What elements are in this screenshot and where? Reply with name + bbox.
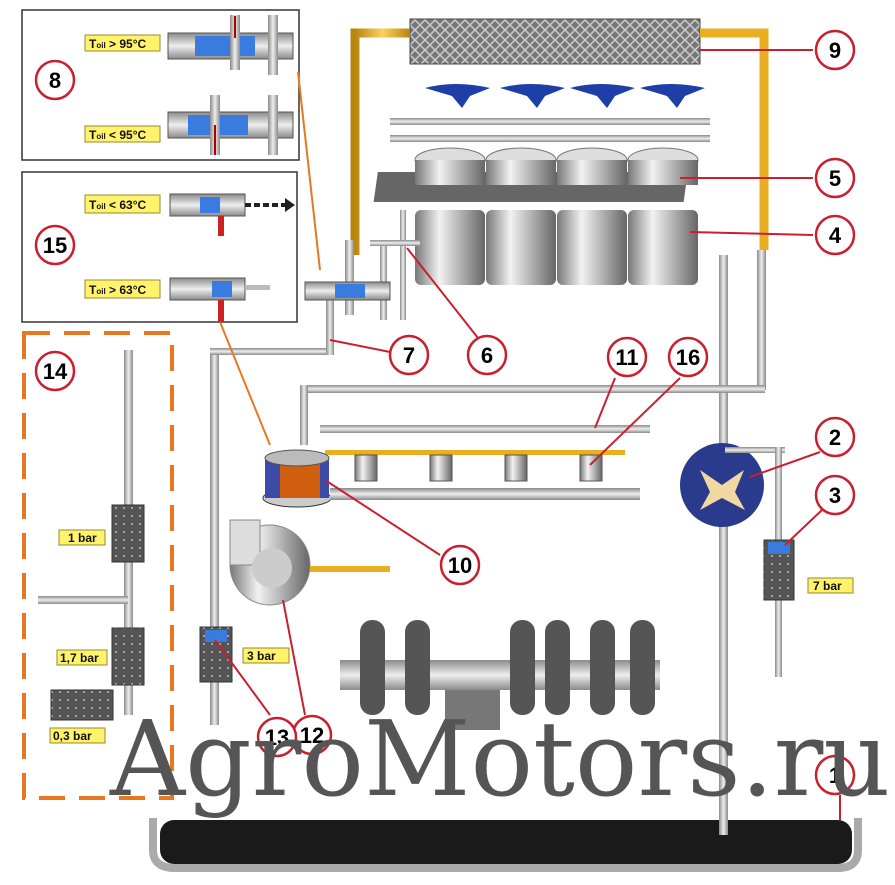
callout-5: 5 [829, 166, 841, 191]
thermostat-cold-diagram [167, 95, 294, 155]
cooler-inlet-pipe [350, 28, 410, 255]
label-1-bar: 1 bar [68, 531, 97, 545]
callout-10: 10 [448, 553, 472, 578]
callout-15: 15 [43, 233, 67, 258]
turbocharger-12 [229, 519, 390, 606]
camshaft [330, 488, 640, 500]
oil-cooler [409, 18, 701, 65]
callout-13: 13 [265, 725, 289, 750]
callout-6: 6 [481, 343, 493, 368]
callout-1: 1 [829, 763, 841, 788]
pipe-7 [326, 300, 334, 355]
oil-sump [160, 820, 852, 864]
rocker-oil-nozzles [425, 84, 705, 108]
callout-16: 16 [676, 345, 700, 370]
label-toil-above-63: Toil > 63°C [89, 283, 147, 297]
valve-hot-diagram [169, 277, 270, 322]
valve-cold-diagram [169, 193, 295, 236]
label-toil-below-63: Toil < 63°C [89, 198, 147, 212]
label-3-bar: 3 bar [247, 649, 276, 663]
callout-11: 11 [615, 345, 638, 370]
label-7-bar: 7 bar [813, 579, 842, 593]
piston-tops-5 [414, 147, 699, 185]
callout-2: 2 [829, 425, 841, 450]
callout-4: 4 [829, 223, 842, 248]
callout-7: 7 [403, 343, 415, 368]
label-toil-above-95: Toil > 95°C [89, 37, 147, 51]
callout-14: 14 [43, 359, 68, 384]
oil-filter-10 [262, 449, 332, 508]
oil-sump-wall [149, 818, 862, 872]
label-1-7-bar: 1,7 bar [60, 651, 99, 665]
callout-circles [34, 29, 856, 796]
relief-valve-3 [763, 539, 795, 601]
watermark: AgroMotors.ru [109, 698, 890, 820]
cylinder-block-4 [415, 210, 698, 285]
valve-1-7bar [111, 627, 145, 686]
thermostat-hot-diagram [167, 15, 294, 75]
main-oil-gallery-11 [320, 425, 650, 433]
pipe-6 [370, 240, 420, 246]
callout-12: 12 [300, 723, 324, 748]
valve-0-3bar [50, 689, 114, 721]
callout-leaders [214, 49, 841, 820]
callout-8: 8 [49, 68, 61, 93]
return-gallery [300, 385, 765, 393]
valve-group-box-14 [22, 331, 174, 800]
cam-lobes [354, 454, 603, 482]
callout-3: 3 [829, 483, 841, 508]
crankshaft [340, 620, 660, 730]
label-0-3-bar: 0,3 bar [53, 729, 92, 743]
callout-9: 9 [829, 38, 841, 63]
valve-1bar [111, 504, 145, 563]
pump-suction-pipe [719, 255, 728, 835]
oil-pipe-13 [210, 350, 219, 725]
label-toil-below-95: Toil < 95°C [89, 128, 147, 142]
relief-valve-13 [199, 626, 233, 683]
